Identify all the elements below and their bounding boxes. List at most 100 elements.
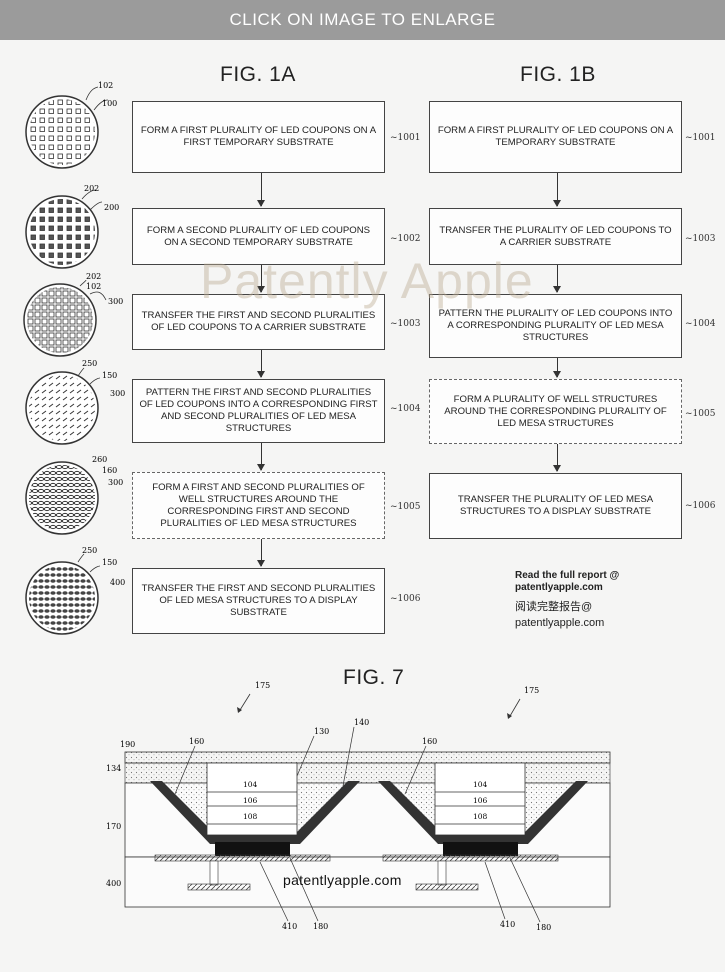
wafer-3-label-a: 202 — [86, 272, 101, 281]
wafer-6-label-c: 400 — [110, 578, 125, 587]
fig1b-step-1004: PATTERN THE PLURALITY OF LED COUPONS INT… — [429, 294, 682, 358]
fig1b-ref-1006: ~1006 — [685, 501, 716, 511]
fig1b-step-1001: FORM A FIRST PLURALITY OF LED COUPONS ON… — [429, 101, 682, 173]
ref-number: 1001 — [692, 133, 716, 143]
arrow-down — [257, 350, 265, 378]
fig1a-ref-1001: ~1001 — [390, 133, 421, 143]
arrow-down — [553, 173, 561, 207]
wafer-6: 250 150 400 — [25, 546, 125, 635]
step-text: PATTERN THE PLURALITY OF LED COUPONS INT… — [438, 308, 673, 343]
ref-number: 1004 — [397, 404, 421, 414]
ref-number: 1002 — [397, 234, 421, 244]
label-180-b: 180 — [536, 923, 551, 932]
label-175-b: 175 — [524, 686, 539, 695]
arrow-down — [553, 265, 561, 293]
wafer-6-label-b: 150 — [102, 558, 117, 567]
wafer-4: 250 150 300 — [25, 359, 125, 445]
label-104-a: 104 — [243, 780, 258, 789]
wafer-6-label-a: 250 — [82, 546, 97, 555]
fig1a-step-1001: FORM A FIRST PLURALITY OF LED COUPONS ON… — [132, 101, 385, 173]
report-link-cn[interactable]: 阅读完整报告@ patentlyapple.com — [515, 599, 604, 631]
ref-number: 1003 — [397, 319, 421, 329]
label-108-b: 108 — [473, 812, 488, 821]
label-160-a: 160 — [189, 737, 204, 746]
wafer-2-label-b: 200 — [104, 203, 119, 212]
wafer-1: 102 100 — [25, 81, 117, 169]
wafer-3-label-c: 300 — [108, 297, 123, 306]
fig1a-step-1003: TRANSFER THE FIRST AND SECOND PLURALITIE… — [132, 294, 385, 350]
step-text: TRANSFER THE PLURALITY OF LED COUPONS TO… — [439, 224, 672, 248]
label-190: 190 — [120, 740, 135, 749]
report-line-3: 阅读完整报告@ — [515, 601, 593, 613]
ref-number: 1005 — [692, 409, 716, 419]
arrow-down — [257, 443, 265, 471]
step-text: FORM A FIRST AND SECOND PLURALITIES OF W… — [152, 481, 365, 529]
step-text: TRANSFER THE FIRST AND SECOND PLURALITIE… — [141, 583, 376, 618]
fig1a-step-1004: PATTERN THE FIRST AND SECOND PLURALITIES… — [132, 379, 385, 443]
fig1b-ref-1005: ~1005 — [685, 409, 716, 419]
wafer-5-label-a: 260 — [92, 455, 107, 464]
label-104-b: 104 — [473, 780, 488, 789]
step-text: FORM A FIRST PLURALITY OF LED COUPONS ON… — [140, 125, 377, 148]
label-134: 134 — [106, 764, 121, 773]
ref-number: 1006 — [692, 501, 716, 511]
fig1a-ref-1005: ~1005 — [390, 502, 421, 512]
label-180-a: 180 — [313, 922, 328, 931]
ref-number: 1004 — [692, 319, 716, 329]
step-text: FORM A FIRST PLURALITY OF LED COUPONS ON… — [437, 125, 674, 148]
fig7-cross-section: 175 175 104 106 108 104 106 108 190 134 … — [106, 681, 611, 932]
wafer-1-label-a: 102 — [98, 81, 113, 90]
report-line-2: patentlyapple.com — [515, 582, 603, 593]
label-175-a: 175 — [255, 681, 270, 690]
arrow-down — [257, 539, 265, 567]
wafer-5-label-c: 300 — [108, 478, 123, 487]
fig1b-step-1005: FORM A PLURALITY OF WELL STRUCTURES AROU… — [429, 379, 682, 444]
step-text: PATTERN THE FIRST AND SECOND PLURALITIES… — [139, 387, 378, 434]
ref-number: 1003 — [692, 234, 716, 244]
wafer-4-label-a: 250 — [82, 359, 97, 368]
fig1b-title: FIG. 1B — [520, 63, 596, 86]
label-170: 170 — [106, 822, 121, 831]
fig1b-step-1006: TRANSFER THE PLURALITY OF LED MESA STRUC… — [429, 473, 682, 539]
wafer-4-label-c: 300 — [110, 389, 125, 398]
report-line-4: patentlyapple.com — [515, 617, 605, 629]
wafer-2: 202 200 — [25, 184, 119, 269]
wafer-5-label-b: 160 — [102, 466, 117, 475]
fig1a-step-1006: TRANSFER THE FIRST AND SECOND PLURALITIE… — [132, 568, 385, 634]
ref-number: 1006 — [397, 594, 421, 604]
fig1a-ref-1006: ~1006 — [390, 594, 421, 604]
step-text: TRANSFER THE PLURALITY OF LED MESA STRUC… — [457, 494, 654, 517]
ref-number: 1005 — [397, 502, 421, 512]
patentlyapple-watermark: patentlyapple.com — [283, 872, 402, 888]
wafer-3-label-b: 102 — [86, 282, 101, 291]
report-line-1: Read the full report @ — [515, 570, 620, 581]
label-410-b: 410 — [500, 920, 515, 929]
label-130: 130 — [314, 727, 329, 736]
fig1b-ref-1003: ~1003 — [685, 234, 716, 244]
arrow-down — [553, 358, 561, 378]
arrow-down — [553, 444, 561, 472]
label-410-a: 410 — [282, 922, 297, 931]
label-106-a: 106 — [243, 796, 258, 805]
fig1b-ref-1001: ~1001 — [685, 133, 716, 143]
wafer-2-label-a: 202 — [84, 184, 99, 193]
fig1a-step-1002: FORM A SECOND PLURALITY OF LED COUPONS O… — [132, 208, 385, 265]
ref-number: 1001 — [397, 133, 421, 143]
fig1a-step-1005: FORM A FIRST AND SECOND PLURALITIES OF W… — [132, 472, 385, 539]
fig1a-ref-1003: ~1003 — [390, 319, 421, 329]
fig1b-step-1003: TRANSFER THE PLURALITY OF LED COUPONS TO… — [429, 208, 682, 265]
fig1a-ref-1004: ~1004 — [390, 404, 421, 414]
fig1a-title: FIG. 1A — [220, 63, 296, 86]
label-106-b: 106 — [473, 796, 488, 805]
wafer-5: 260 160 300 — [25, 455, 123, 535]
label-160-b: 160 — [422, 737, 437, 746]
step-text: FORM A SECOND PLURALITY OF LED COUPONS O… — [146, 224, 371, 248]
label-400: 400 — [106, 879, 121, 888]
label-108-a: 108 — [243, 812, 258, 821]
wafer-1-label-b: 100 — [102, 99, 117, 108]
label-140: 140 — [354, 718, 369, 727]
report-link-en[interactable]: Read the full report @ patentlyapple.com — [515, 570, 619, 594]
step-text: TRANSFER THE FIRST AND SECOND PLURALITIE… — [141, 310, 376, 333]
enlarge-banner[interactable]: CLICK ON IMAGE TO ENLARGE — [0, 0, 725, 40]
fig1b-ref-1004: ~1004 — [685, 319, 716, 329]
